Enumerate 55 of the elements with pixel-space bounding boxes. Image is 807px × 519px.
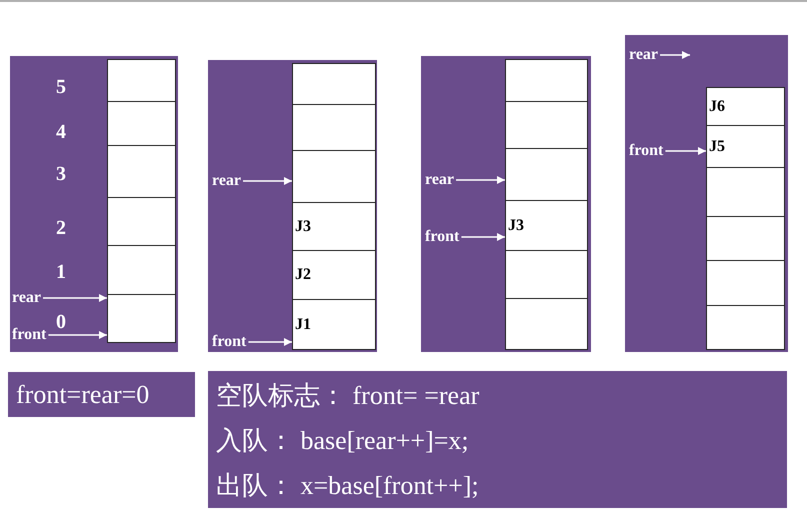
arrow xyxy=(665,147,706,155)
index-number: 3 xyxy=(56,163,66,185)
array-cell: J5 xyxy=(706,125,785,168)
pointer-label: rear xyxy=(629,46,658,64)
array-cell xyxy=(107,197,176,246)
array-cell xyxy=(505,148,588,201)
arrow xyxy=(461,233,505,241)
array-cell: J1 xyxy=(292,299,376,350)
arrow xyxy=(243,177,292,185)
index-number: 1 xyxy=(56,261,66,283)
array-cell xyxy=(292,63,376,105)
pointer-label: front xyxy=(12,326,46,344)
code-line: 出队： x=base[front++]; xyxy=(216,471,479,501)
queue-panel xyxy=(625,35,788,352)
queue-panel xyxy=(10,56,178,352)
array-cell: J6 xyxy=(706,87,785,126)
array-cell: J2 xyxy=(292,250,376,300)
array-cell xyxy=(505,250,588,299)
arrow xyxy=(456,176,505,184)
array-cell: J3 xyxy=(292,202,376,251)
array-cell xyxy=(706,260,785,306)
condition-box: front=rear=0 xyxy=(8,372,195,417)
queue-panel xyxy=(208,60,377,352)
index-number: 5 xyxy=(56,76,66,98)
arrow xyxy=(248,338,292,346)
index-number: 4 xyxy=(56,121,66,143)
pointer-label: front xyxy=(425,228,460,246)
array-cell xyxy=(292,150,376,203)
index-number: 2 xyxy=(56,217,66,239)
array-cell xyxy=(107,245,176,295)
array-cell xyxy=(107,294,176,343)
code-panel xyxy=(208,371,787,508)
arrow xyxy=(48,331,107,339)
array-cell xyxy=(107,59,176,102)
pointer-label: rear xyxy=(425,171,454,189)
array-cell xyxy=(505,59,588,102)
code-line: 入队： base[rear++]=x; xyxy=(216,426,469,456)
index-number: 0 xyxy=(56,311,66,333)
pointer-label: front xyxy=(212,333,246,351)
arrow xyxy=(660,51,690,59)
pointer-label: rear xyxy=(212,172,242,190)
array-cell: J3 xyxy=(505,200,588,251)
array-cell xyxy=(107,145,176,198)
code-line: 空队标志： front= =rear xyxy=(216,381,480,411)
queue-panel xyxy=(421,56,591,352)
pointer-label: front xyxy=(629,142,664,160)
array-cell xyxy=(706,167,785,217)
array-cell xyxy=(505,298,588,350)
array-cell xyxy=(107,101,176,146)
array-cell xyxy=(706,305,785,350)
array-cell xyxy=(505,101,588,149)
array-cell xyxy=(292,104,376,151)
array-cell xyxy=(706,216,785,261)
arrow xyxy=(43,294,107,302)
pointer-label: rear xyxy=(12,289,42,307)
